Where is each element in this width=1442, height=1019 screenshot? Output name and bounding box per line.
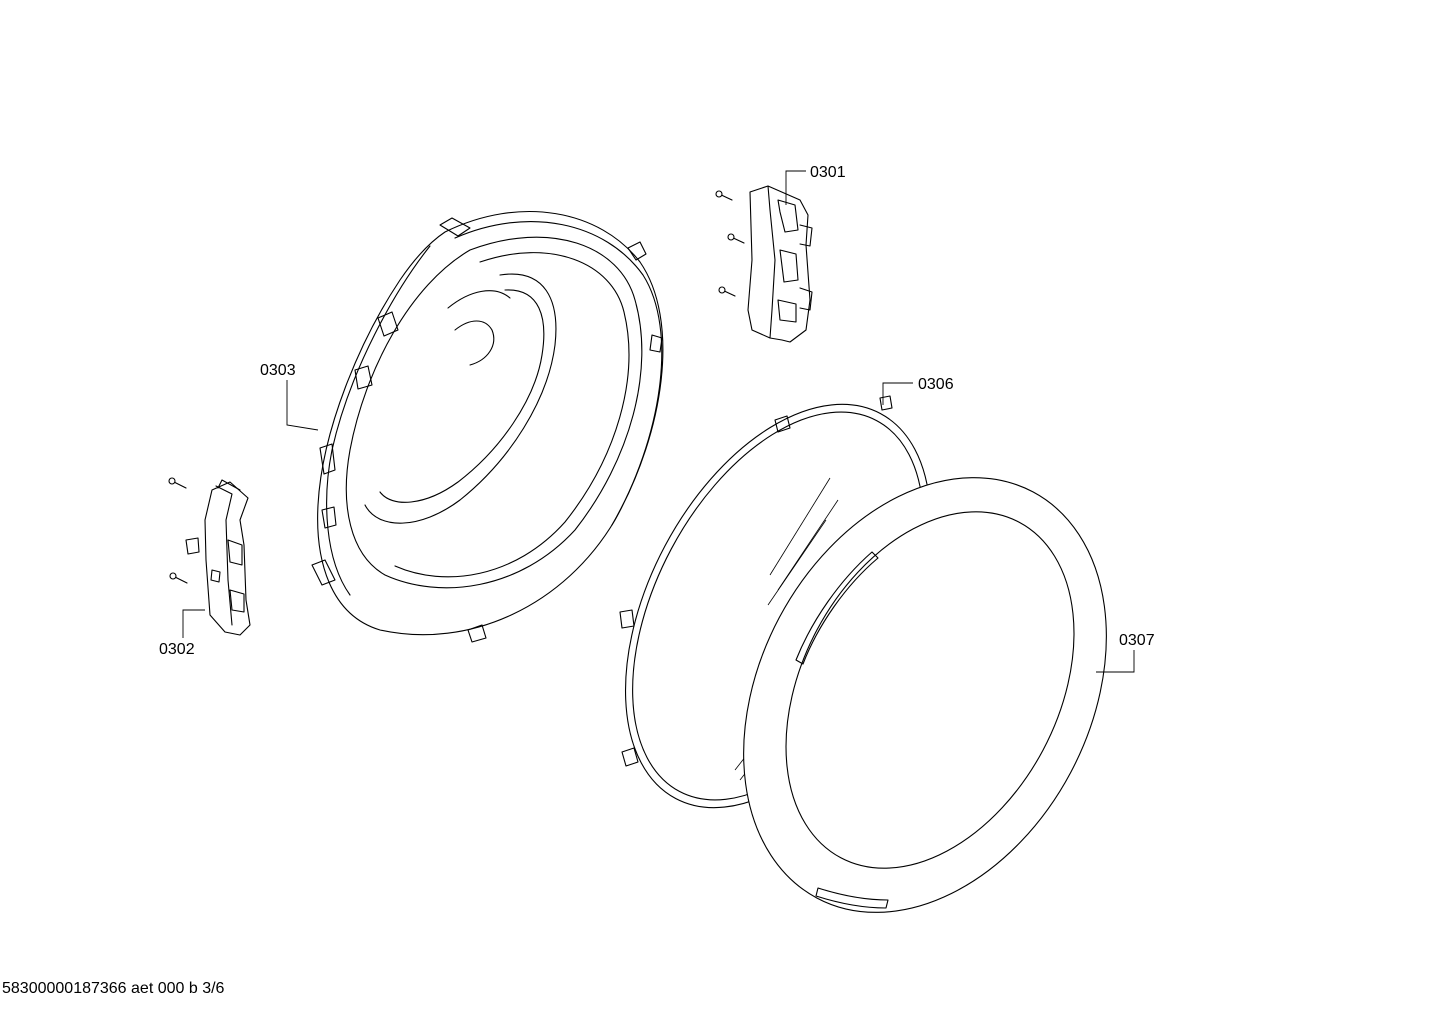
door-frame-0303[interactable] [311,210,664,643]
part-label-0302: 0302 [159,641,195,658]
drawing-reference-footer: 58300000187366 aet 000 b 3/6 [2,980,225,997]
part-label-0303: 0303 [260,362,296,379]
screw-icon [718,286,736,297]
screw-icon [168,477,187,489]
leader-lines [182,170,1135,673]
hinge-0301[interactable] [715,185,813,343]
part-label-0307: 0307 [1119,632,1155,649]
part-label-0306: 0306 [918,376,954,393]
screw-icon [715,190,733,201]
screw-icon [727,233,745,244]
hinge-0302[interactable] [168,477,251,636]
door-ring-0307[interactable] [671,414,1178,975]
screw-icon [169,572,188,584]
part-label-0301: 0301 [810,164,846,181]
